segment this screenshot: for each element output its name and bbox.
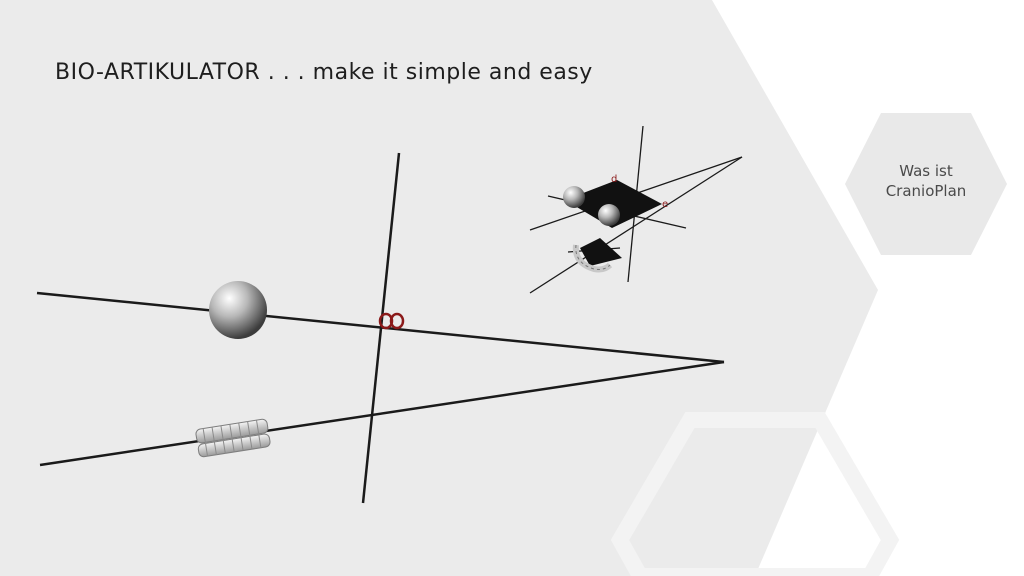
condyle-sphere	[209, 281, 267, 339]
slide-title: BIO-ARTIKULATOR . . . make it simple and…	[55, 60, 593, 85]
inset-marker-d: d	[611, 174, 617, 185]
inset-line-2	[529, 156, 743, 294]
inset-lower-plane	[580, 238, 622, 266]
nav-label-line1: Was ist	[899, 162, 953, 180]
inset-dental-arch	[572, 244, 613, 273]
inset-sphere-left	[563, 186, 585, 208]
cranioplan-nav-label: Was ist CranioPlan	[843, 161, 1009, 201]
dental-arch-model	[195, 418, 271, 458]
inset-sphere-right	[598, 204, 620, 226]
nav-label-line2: CranioPlan	[885, 182, 967, 200]
outline-hex-decoration	[610, 412, 900, 576]
vertical-axis-line	[361, 152, 401, 504]
hex-button-shape	[845, 113, 1007, 255]
inset-occlusal-plane	[565, 180, 662, 228]
lower-plane-line	[39, 360, 725, 467]
infinity-marker	[378, 312, 405, 330]
inset-marker-e: e	[662, 199, 668, 210]
cranioplan-nav-button[interactable]: Was ist CranioPlan	[843, 111, 1009, 257]
